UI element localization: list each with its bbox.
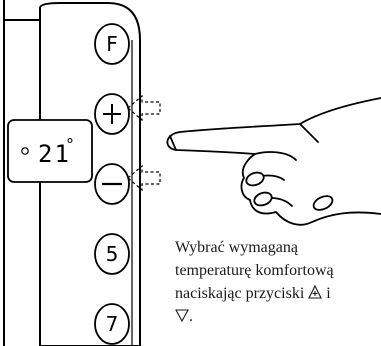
remote-button-label: 7 (106, 312, 119, 336)
remote-button-label: F (106, 32, 118, 56)
down-triangle-icon (175, 309, 189, 322)
remote-button-f[interactable]: F (94, 23, 130, 65)
remote-button-label: 5 (106, 242, 119, 266)
display-panel: 21 ° (7, 119, 93, 183)
caption-line-3-text: naciskając przyciski (175, 285, 305, 302)
caption-line-2: temperaturę komfortową (175, 262, 334, 279)
instruction-caption: Wybrać wymaganą temperaturę komfortową n… (175, 236, 381, 328)
caption-line-4-suffix: . (189, 308, 193, 325)
remote-button-plus[interactable] (94, 93, 130, 135)
remote-button-minus[interactable] (94, 163, 130, 205)
caption-line-3-suffix: i (322, 285, 331, 302)
remote-button-5[interactable]: 5 (94, 233, 130, 275)
dashed-arrow-icon (127, 94, 161, 192)
pointing-hand-icon (166, 97, 381, 226)
plus-triangle-icon (308, 285, 323, 299)
display-unit: ° (66, 135, 74, 154)
caption-line-4: . (175, 305, 381, 328)
plus-icon (103, 104, 121, 124)
caption-line-3: naciskając przyciski i (175, 282, 381, 305)
caption-line-1: Wybrać wymaganą (175, 239, 298, 256)
display-reading: 21 (38, 140, 71, 168)
remote-button-7[interactable]: 7 (94, 303, 130, 345)
